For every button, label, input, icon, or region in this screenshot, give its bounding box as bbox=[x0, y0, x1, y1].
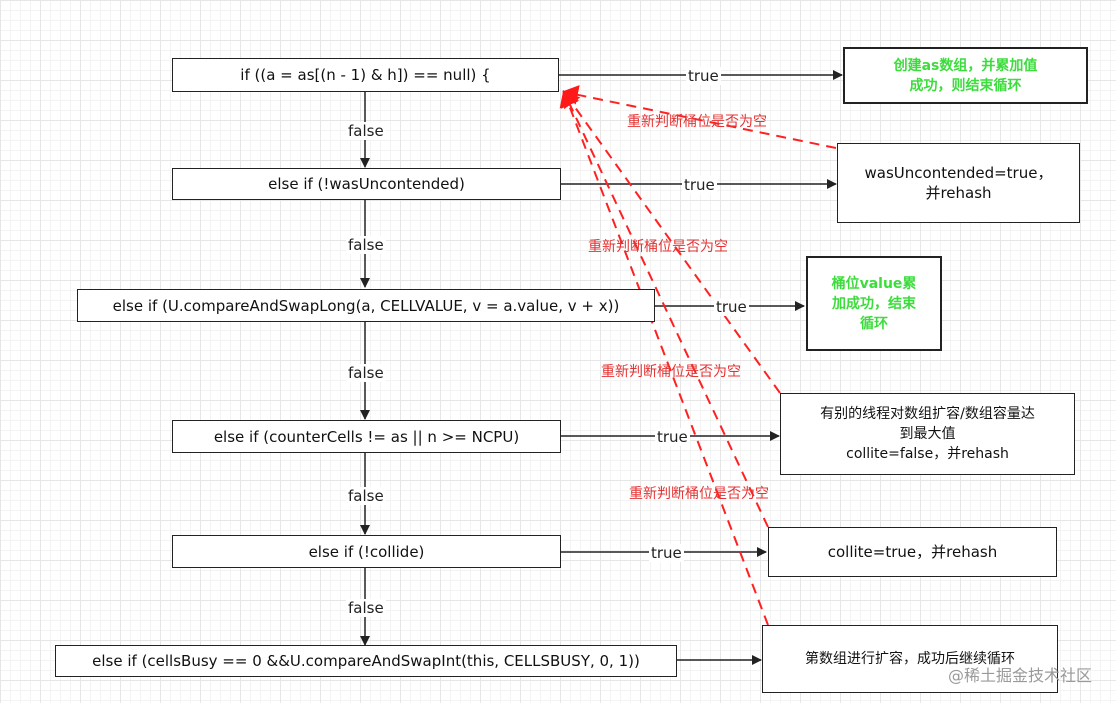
condition-box-cas-long: else if (U.compareAndSwapLong(a, CELLVAL… bbox=[77, 289, 655, 322]
false-label: false bbox=[346, 487, 386, 505]
false-label: false bbox=[346, 236, 386, 254]
true-label: true bbox=[655, 428, 690, 446]
outcome-text: 创建as数组，并累加值 成功，则结束循环 bbox=[893, 57, 1038, 94]
outcome-box-cell-value-added: 桶位value累 加成功，结束 循环 bbox=[806, 256, 942, 351]
outcome-text: 有别的线程对数组扩容/数组容量达 到最大值 collite=false，并reh… bbox=[820, 406, 1035, 462]
condition-box-collide: else if (!collide) bbox=[172, 535, 561, 568]
condition-text: if ((a = as[(n - 1) & h]) == null) { bbox=[240, 66, 491, 84]
retry-arrow-3 bbox=[560, 90, 769, 528]
retry-label: 重新判断桶位是否为空 bbox=[588, 239, 728, 255]
condition-box-as-null: if ((a = as[(n - 1) & h]) == null) { bbox=[172, 58, 559, 92]
outcome-text: collite=true，并rehash bbox=[827, 543, 998, 561]
condition-text: else if (counterCells != as || n >= NCPU… bbox=[213, 427, 520, 446]
outcome-text: wasUncontended=true， 并rehash bbox=[864, 164, 1053, 202]
false-label: false bbox=[346, 364, 386, 382]
condition-box-was-uncontended: else if (!wasUncontended) bbox=[172, 168, 561, 200]
true-label: true bbox=[714, 298, 749, 316]
outcome-text: 第数组进行扩容，成功后继续循环 bbox=[805, 651, 1015, 667]
retry-label: 重新判断桶位是否为空 bbox=[627, 114, 767, 130]
condition-text: else if (!collide) bbox=[308, 542, 425, 561]
true-label: true bbox=[686, 67, 721, 85]
retry-arrow-1 bbox=[562, 85, 837, 149]
retry-label: 重新判断桶位是否为空 bbox=[629, 486, 769, 502]
outcome-text: 桶位value累 加成功，结束 循环 bbox=[831, 275, 917, 332]
false-label: false bbox=[346, 599, 386, 617]
outcome-box-collide-true: collite=true，并rehash bbox=[768, 527, 1057, 577]
retry-arrow-2 bbox=[562, 90, 781, 394]
outcome-box-collide-false: 有别的线程对数组扩容/数组容量达 到最大值 collite=false，并reh… bbox=[780, 393, 1075, 475]
retry-label: 重新判断桶位是否为空 bbox=[601, 364, 741, 380]
watermark: @稀土掘金技术社区 bbox=[948, 666, 1093, 685]
true-label: true bbox=[682, 176, 717, 194]
false-label: false bbox=[346, 122, 386, 140]
outcome-box-create-array: 创建as数组，并累加值 成功，则结束循环 bbox=[843, 47, 1088, 104]
condition-text: else if (U.compareAndSwapLong(a, CELLVAL… bbox=[112, 296, 620, 315]
true-label: true bbox=[649, 544, 684, 562]
condition-text: else if (cellsBusy == 0 &&U.compareAndSw… bbox=[92, 652, 640, 670]
outcome-box-expand-array: 第数组进行扩容，成功后继续循环 bbox=[762, 625, 1058, 693]
condition-text: else if (!wasUncontended) bbox=[268, 175, 465, 193]
outcome-box-rehash-uncontended: wasUncontended=true， 并rehash bbox=[837, 143, 1080, 223]
condition-box-counter-cells: else if (counterCells != as || n >= NCPU… bbox=[172, 420, 561, 453]
condition-box-cells-busy: else if (cellsBusy == 0 &&U.compareAndSw… bbox=[55, 645, 677, 677]
